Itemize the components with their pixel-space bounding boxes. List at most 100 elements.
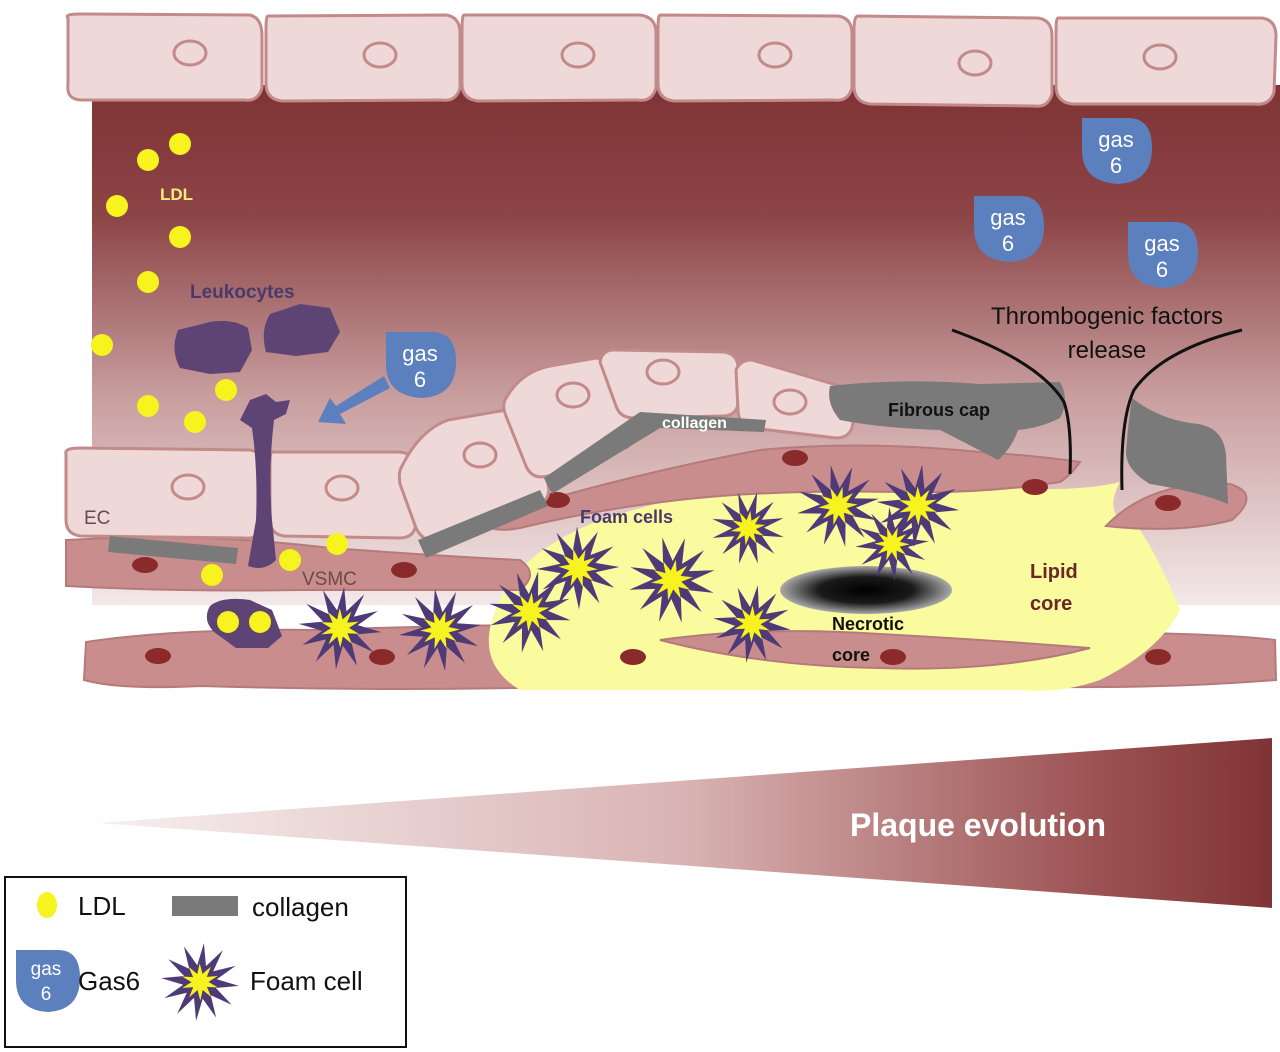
nucleus — [462, 441, 498, 469]
nucleus — [560, 41, 596, 69]
collagen-bar — [108, 536, 238, 564]
foam-cell — [855, 507, 929, 581]
top-endothelial-cell — [1054, 16, 1278, 106]
fibrous-cap-right — [1126, 398, 1228, 504]
legend-collagen-swatch — [172, 896, 238, 916]
label-leukocytes: Leukocytes — [190, 282, 295, 303]
label-foam-cells: Foam cells — [580, 507, 673, 527]
label-plaque-evolution: Plaque evolution — [850, 807, 1106, 843]
ldl-dot — [217, 611, 239, 633]
label-lipid-core-2: core — [1030, 593, 1072, 615]
ldl-dot — [215, 379, 237, 401]
foam-cell — [876, 464, 960, 548]
vsmc-nucleus — [145, 648, 171, 664]
nucleus — [1142, 43, 1178, 71]
nucleus — [172, 39, 208, 67]
gas6-text-1: gas — [1098, 127, 1133, 152]
vsmc-nucleus — [544, 492, 570, 508]
ldl-dot — [91, 334, 113, 356]
foam-cell — [489, 571, 571, 653]
foam-cell — [398, 588, 482, 672]
gas6-drop: gas 6 — [974, 196, 1044, 262]
vsmc-nucleus — [1022, 479, 1048, 495]
ldl-dot — [169, 133, 191, 155]
endothelial-cell — [268, 450, 418, 540]
top-endothelial-cell — [852, 14, 1054, 108]
foam-cell — [712, 492, 784, 564]
ldl-dot — [137, 149, 159, 171]
ldl-dot — [326, 533, 348, 555]
legend-collagen-label: collagen — [252, 892, 349, 922]
ldl-dot — [201, 564, 223, 586]
top-endothelial-cell — [656, 13, 854, 103]
label-collagen: collagen — [662, 415, 727, 432]
thrombogenic-line — [1120, 328, 1243, 491]
label-vsmc: VSMC — [302, 569, 357, 590]
nucleus — [772, 388, 808, 416]
thrombogenic-lines — [951, 328, 1243, 491]
vsmc-nucleus — [782, 450, 808, 466]
nucleus — [324, 474, 360, 502]
collagen-bar — [418, 490, 548, 558]
vsmc-nuclei — [132, 450, 1181, 665]
label-thrombogenic-2: release — [1068, 337, 1147, 364]
label-lipid-core-1: Lipid — [1030, 561, 1078, 583]
label-fibrous-cap: Fibrous cap — [888, 400, 990, 420]
leukocyte-with-ldl — [206, 598, 282, 648]
gas6-arrow-shape — [318, 376, 390, 424]
ldl-dot — [106, 195, 128, 217]
gas6-text-1: gas — [402, 341, 437, 366]
vsmc-nucleus — [1155, 495, 1181, 511]
legend-gas6-label: Gas6 — [78, 966, 140, 996]
gas6-drops: gas 6 gas 6 gas 6 gas 6 — [386, 118, 1198, 398]
ldl-dot — [169, 226, 191, 248]
nucleus — [170, 473, 206, 501]
foam-cell — [713, 585, 791, 663]
legend-foam-label: Foam cell — [250, 966, 363, 996]
legend-ldl-label: LDL — [78, 891, 126, 921]
legend-gas6-swatch: gas 6 — [16, 950, 80, 1012]
label-ec: EC — [84, 508, 110, 529]
gas6-drop: gas 6 — [386, 332, 456, 398]
necrotic-core — [780, 566, 952, 614]
fibrous-cap — [829, 381, 1065, 460]
label-necrotic-core-2: core — [832, 645, 870, 665]
leukocyte-migrating — [240, 394, 290, 568]
gas6-arrow — [318, 376, 390, 424]
vsmc-nucleus — [391, 562, 417, 578]
ldl-dot — [184, 411, 206, 433]
foam-cell — [629, 537, 715, 623]
leukocyte — [174, 320, 252, 374]
collagen-bars — [108, 412, 766, 564]
gas6-text-1: gas — [1144, 231, 1179, 256]
vsmc-nucleus — [620, 649, 646, 665]
label-necrotic-core-1: Necrotic — [832, 614, 904, 634]
ldl-particles — [91, 133, 348, 633]
gas6-drop: gas 6 — [1082, 118, 1152, 184]
label-ldl: LDL — [160, 185, 193, 204]
leukocytes — [174, 304, 340, 648]
vsmc-nucleus — [880, 649, 906, 665]
label-thrombogenic-1: Thrombogenic factors — [991, 303, 1223, 330]
foam-cell — [797, 465, 879, 547]
gas6-text-2: 6 — [414, 367, 426, 392]
foam-cell — [536, 526, 620, 610]
gas6-text-2: 6 — [1002, 231, 1014, 256]
foam-cells — [298, 464, 960, 672]
legend-gas6-text-1: gas — [31, 959, 62, 980]
nucleus — [555, 381, 591, 409]
ldl-dot — [279, 549, 301, 571]
nucleus — [957, 49, 993, 77]
legend-ldl-swatch — [37, 892, 57, 918]
ldl-dot — [137, 395, 159, 417]
top-endothelium — [65, 12, 1278, 108]
leukocyte — [263, 304, 340, 356]
vsmc-nucleus — [1145, 649, 1171, 665]
legend: LDL collagen gas 6 Gas6 Foam cell — [4, 876, 407, 1048]
legend-gas6-text-2: 6 — [41, 984, 52, 1005]
nucleus — [645, 358, 681, 386]
vsmc-nucleus — [369, 649, 395, 665]
gas6-text-2: 6 — [1156, 257, 1168, 282]
gas6-text-1: gas — [990, 205, 1025, 230]
collagen-bar — [544, 412, 766, 494]
